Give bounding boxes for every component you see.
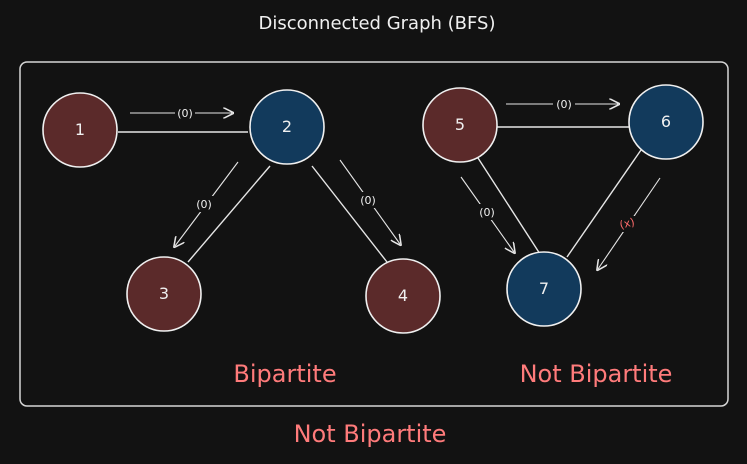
traversal-arrow-5-7: (0): [460, 176, 514, 252]
node-circle: [249, 89, 325, 165]
node-label: 5: [455, 115, 465, 134]
node-circle: [628, 84, 704, 160]
traversal-arrow-2-4: (0): [339, 159, 400, 244]
component-2-result: Not Bipartite: [520, 360, 673, 388]
edge-label: (0): [177, 107, 193, 120]
traversal-arrow-2-3: (0): [175, 161, 239, 246]
node-label: 4: [398, 286, 408, 305]
component-1-result: Bipartite: [233, 360, 336, 388]
node-5: 5: [422, 87, 498, 163]
edge-label: (0): [360, 194, 376, 207]
node-label: 3: [159, 284, 169, 303]
edge-label: (0): [196, 198, 212, 211]
node-1: 1: [42, 92, 118, 168]
conflict-edge-label: (x): [618, 215, 636, 231]
traversal-arrow-5-6: (0): [506, 96, 618, 112]
edge-label: (0): [556, 98, 572, 111]
node-2: 2: [249, 89, 325, 165]
graph-frame: [19, 61, 729, 407]
traversal-arrow-6-7: (x): [598, 177, 661, 269]
edge-line: [477, 157, 541, 255]
node-label: 2: [282, 117, 292, 136]
node-label: 6: [661, 112, 671, 131]
node-3: 3: [126, 256, 202, 332]
overall-result: Not Bipartite: [294, 420, 447, 448]
edge-line: [311, 165, 388, 263]
edge-2-4: [311, 165, 388, 263]
node-6: 6: [628, 84, 704, 160]
node-circle: [506, 251, 582, 327]
node-circle: [422, 87, 498, 163]
node-label: 1: [75, 120, 85, 139]
node-circle: [126, 256, 202, 332]
edge-6-7: [566, 149, 642, 258]
node-circle: [365, 258, 441, 334]
node-4: 4: [365, 258, 441, 334]
edge-line: [187, 165, 271, 263]
edge-line: [566, 149, 642, 258]
traversal-arrow-1-2: (0): [130, 104, 232, 120]
edge-2-3: [187, 165, 271, 263]
node-circle: [42, 92, 118, 168]
edge-label: (0): [479, 206, 495, 219]
edge-5-7: [477, 157, 541, 255]
node-label: 7: [539, 279, 549, 298]
diagram-title: Disconnected Graph (BFS): [258, 13, 495, 34]
node-7: 7: [506, 251, 582, 327]
